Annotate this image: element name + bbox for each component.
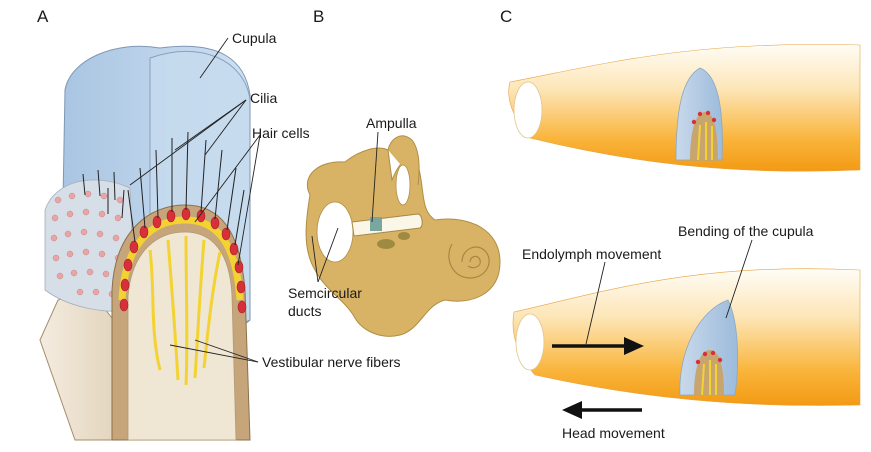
label-endolymph-movement: Endolymph movement [522, 246, 661, 262]
bony-labyrinth [305, 147, 501, 337]
inner-ear-illustration: Ampulla Semcircular ducts [288, 115, 501, 337]
label-hair-cells: Hair cells [252, 125, 310, 141]
ampulla-tube [351, 213, 423, 237]
hair-cells-rest [691, 110, 717, 125]
panel-label-b: B [313, 7, 324, 26]
leader-lines-b [311, 131, 379, 283]
duct-during-movement [512, 268, 861, 406]
cochlea-spiral [448, 243, 490, 279]
duct-at-rest [508, 44, 861, 172]
canal-hole-top [395, 164, 411, 206]
nerve-move [701, 360, 717, 396]
leader-lines-a [129, 37, 261, 363]
head-movement-arrow [562, 401, 642, 419]
crista-core [127, 231, 237, 441]
label-head-movement: Head movement [562, 425, 665, 441]
vestibule-spot-1 [377, 239, 395, 249]
cupula-bent [679, 299, 738, 396]
nerve-rest [697, 122, 713, 161]
endolymph-arrow [552, 337, 644, 355]
nerve-fibers [148, 235, 222, 386]
label-cupula: Cupula [232, 30, 277, 46]
ampulla-crista [370, 217, 382, 231]
duct-rest-opening [513, 81, 543, 139]
crista-illustration: Cupula Cilia Hair cells Vestibular nerve… [39, 30, 401, 441]
vestibule-spot-2 [398, 232, 410, 240]
panel-label-a: A [37, 7, 49, 26]
panel-label-c: C [500, 7, 512, 26]
cilia-lines [82, 131, 245, 246]
canal-hole-left [316, 201, 354, 263]
leader-lines-c [585, 239, 753, 345]
label-cilia: Cilia [250, 90, 277, 106]
duct-move-opening [515, 313, 545, 371]
canal-upper [387, 135, 420, 186]
label-bending-of-cupula: Bending of the cupula [678, 223, 814, 239]
crista-base-back [39, 289, 113, 441]
hair-cells-red [119, 207, 247, 314]
label-semicircular: Semcircular [288, 285, 362, 301]
label-vestibular-nerve-fibers: Vestibular nerve fibers [262, 354, 401, 370]
label-ampulla: Ampulla [366, 115, 417, 131]
label-ducts: ducts [288, 303, 321, 319]
hair-cells-move [695, 350, 723, 365]
